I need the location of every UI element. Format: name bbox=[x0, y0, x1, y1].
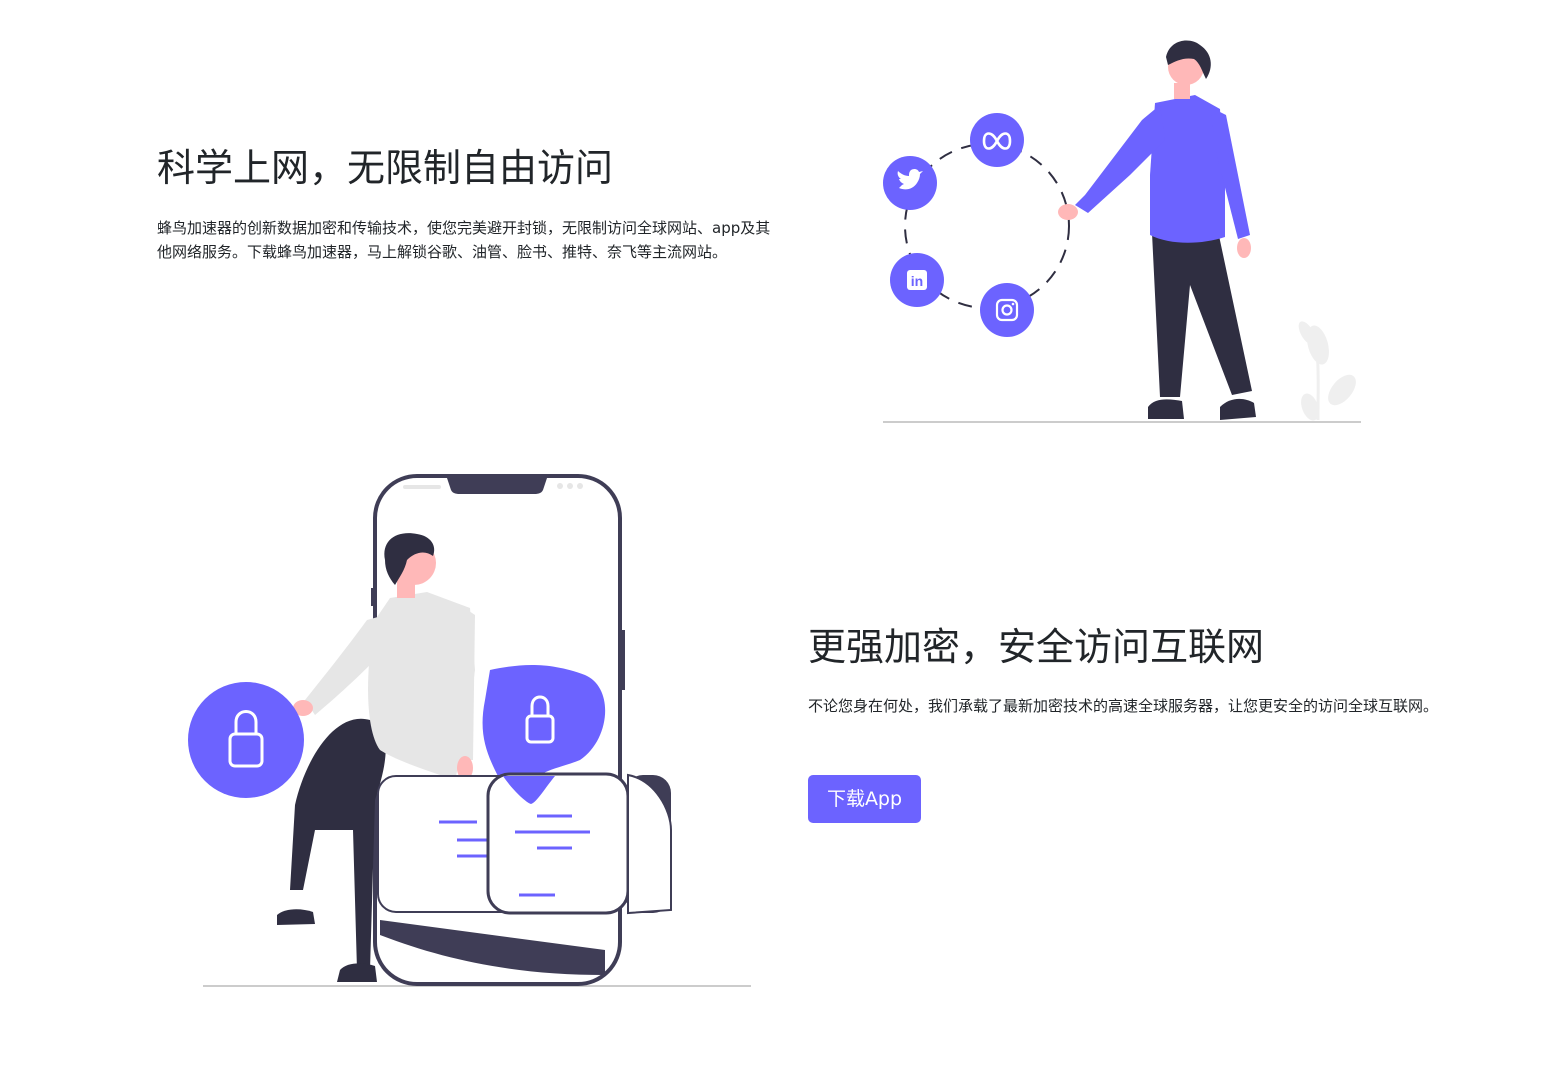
download-app-button[interactable]: 下载App bbox=[808, 775, 921, 823]
linkedin-icon-letters: in bbox=[911, 273, 923, 289]
lock-icon bbox=[482, 665, 606, 802]
linkedin-icon: in bbox=[890, 253, 944, 307]
lock-icon bbox=[188, 682, 304, 798]
section-description-unrestricted-access: 蜂鸟加速器的创新数据加密和传输技术，使您完美避开封锁，无限制访问全球网站、app… bbox=[157, 219, 771, 261]
sitting-person bbox=[277, 533, 475, 982]
meta-icon bbox=[970, 113, 1024, 167]
section-title-unrestricted-access: 科学上网，无限制自由访问 bbox=[157, 146, 614, 190]
section-title-secure-encryption: 更强加密，安全访问互联网 bbox=[808, 625, 1265, 669]
twitter-icon bbox=[883, 156, 937, 210]
secure-phone-illustration bbox=[188, 474, 751, 987]
social-network-illustration: in bbox=[883, 40, 1361, 423]
message-card-right bbox=[486, 772, 672, 915]
section-description-secure-encryption: 不论您身在何处，我们承载了最新加密技术的高速全球服务器，让您更安全的访问全球互联… bbox=[808, 697, 1439, 715]
plant-decoration bbox=[1298, 321, 1356, 421]
standing-person bbox=[1058, 40, 1256, 420]
instagram-icon bbox=[980, 283, 1034, 337]
